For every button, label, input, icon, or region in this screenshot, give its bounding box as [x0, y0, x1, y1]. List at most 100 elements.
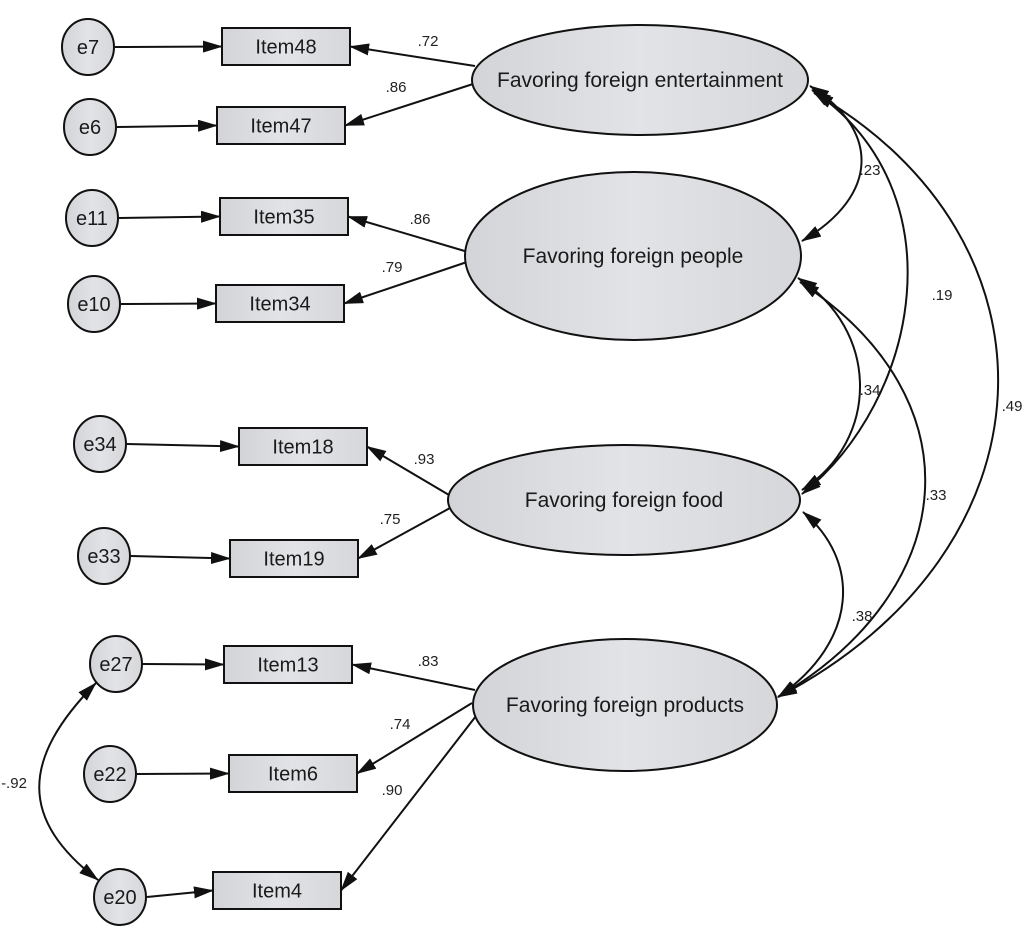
latent-factor-prod[interactable]: Favoring foreign products — [472, 638, 778, 772]
error-path-e10 — [120, 297, 217, 310]
loading-label: .74 — [390, 716, 411, 733]
loading-path-item4 — [340, 715, 477, 892]
labels-layer: .72.86.86.79.93.75.83.74.90.23.19.49.34.… — [1, 33, 1022, 799]
observed-item-item19[interactable]: Item19 — [229, 539, 359, 578]
error-term-e22[interactable]: e22 — [83, 745, 137, 803]
observed-item-item6[interactable]: Item6 — [228, 754, 358, 793]
correlation-label: .38 — [852, 608, 873, 625]
error-circle — [63, 98, 117, 156]
error-circle — [93, 868, 147, 926]
loading-label: .79 — [382, 259, 403, 276]
correlation-path-peo-food — [797, 277, 861, 491]
latent-label: Favoring foreign people — [523, 245, 744, 268]
error-label: e33 — [87, 546, 120, 568]
error-term-e20[interactable]: e20 — [93, 868, 147, 926]
edges-layer — [38, 40, 1000, 899]
error-circle — [89, 635, 143, 693]
error-term-e34[interactable]: e34 — [73, 415, 127, 473]
observed-label: Item6 — [268, 764, 318, 786]
error-term-e33[interactable]: e33 — [77, 527, 131, 585]
observed-label: Item34 — [249, 294, 310, 316]
error-circle — [73, 415, 127, 473]
error-term-e6[interactable]: e6 — [63, 98, 117, 156]
correlation-label: .23 — [860, 162, 881, 179]
observed-box — [216, 106, 346, 145]
observed-box — [228, 754, 358, 793]
observed-box — [219, 197, 349, 236]
observed-box — [238, 427, 368, 466]
observed-label: Item13 — [257, 655, 318, 677]
correlation-path-peo-prod — [777, 281, 927, 698]
error-circle — [77, 527, 131, 585]
latent-ellipse — [471, 24, 809, 136]
error-correlation-path-e27-e20 — [38, 682, 99, 881]
observed-item-item13[interactable]: Item13 — [223, 645, 353, 684]
error-circle — [61, 18, 115, 76]
loading-path-item35 — [347, 215, 469, 253]
loading-path-item13 — [351, 662, 476, 691]
error-term-e27[interactable]: e27 — [89, 635, 143, 693]
error-term-e10[interactable]: e10 — [67, 275, 121, 333]
error-label: e27 — [99, 654, 132, 676]
error-circle — [83, 745, 137, 803]
error-circle — [65, 189, 119, 247]
error-path-e6 — [116, 119, 218, 132]
latent-ellipse — [464, 171, 802, 341]
error-path-e20 — [146, 886, 214, 899]
observed-item-item35[interactable]: Item35 — [219, 197, 349, 236]
correlation-label: .49 — [1002, 398, 1023, 415]
loading-label: .83 — [418, 653, 439, 670]
correlation-path-ent-peo — [801, 85, 863, 242]
correlation-label: .19 — [932, 287, 953, 304]
error-label: e6 — [79, 117, 101, 139]
observed-item-item48[interactable]: Item48 — [221, 27, 351, 66]
loading-label: .86 — [410, 211, 431, 228]
latent-label: Favoring foreign products — [506, 694, 744, 717]
loading-label: .72 — [418, 33, 439, 50]
correlation-path-food-prod — [777, 511, 844, 698]
error-term-e7[interactable]: e7 — [61, 18, 115, 76]
error-path-e11 — [118, 210, 221, 223]
error-circle — [67, 275, 121, 333]
loading-label: .93 — [414, 451, 435, 468]
loading-path-item34 — [343, 261, 468, 305]
error-path-e7 — [114, 40, 223, 53]
observed-box — [221, 27, 351, 66]
error-label: e20 — [103, 887, 136, 909]
observed-item-item47[interactable]: Item47 — [216, 106, 346, 145]
latent-factor-ent[interactable]: Favoring foreign entertainment — [471, 24, 809, 136]
loading-path-item19 — [357, 507, 451, 560]
observed-item-item4[interactable]: Item4 — [212, 871, 342, 910]
error-term-e11[interactable]: e11 — [65, 189, 119, 247]
correlation-label: .34 — [860, 382, 881, 399]
observed-box — [215, 284, 345, 323]
latent-factor-food[interactable]: Favoring foreign food — [447, 444, 801, 556]
observed-label: Item4 — [252, 881, 302, 903]
loading-label: .75 — [380, 511, 401, 528]
loading-path-item6 — [356, 702, 473, 775]
loading-label: .90 — [382, 782, 403, 799]
error-correlation-label: -.92 — [1, 775, 27, 792]
error-path-e33 — [130, 552, 231, 565]
error-path-e27 — [142, 658, 225, 671]
observed-label: Item35 — [253, 207, 314, 229]
correlation-path-ent-food — [801, 89, 909, 495]
loading-path-item47 — [344, 83, 474, 127]
error-label: e11 — [76, 208, 108, 230]
latent-factor-peo[interactable]: Favoring foreign people — [464, 171, 802, 341]
correlation-path-ent-prod — [777, 92, 1000, 698]
observed-box — [223, 645, 353, 684]
observed-label: Item47 — [250, 116, 311, 138]
latent-ellipse — [447, 444, 801, 556]
latent-label: Favoring foreign food — [525, 489, 723, 512]
observed-label: Item48 — [255, 37, 316, 59]
error-label: e22 — [93, 764, 126, 786]
loading-path-item48 — [349, 43, 476, 67]
latent-label: Favoring foreign entertainment — [497, 69, 783, 92]
observed-item-item18[interactable]: Item18 — [238, 427, 368, 466]
error-path-e34 — [126, 440, 240, 453]
observed-item-item34[interactable]: Item34 — [215, 284, 345, 323]
observed-label: Item19 — [263, 549, 324, 571]
